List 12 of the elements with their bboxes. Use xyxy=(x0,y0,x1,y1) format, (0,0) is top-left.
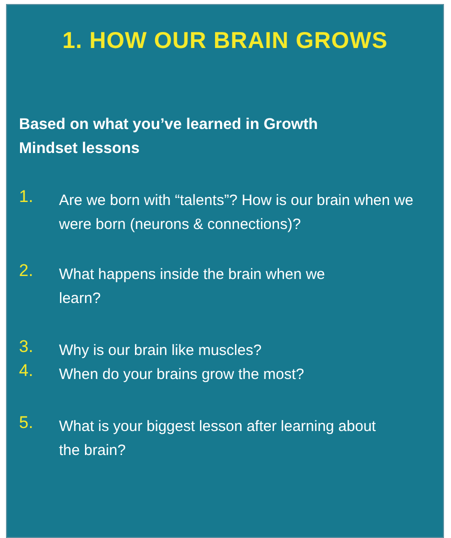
list-number: 2. xyxy=(19,261,34,281)
question-text: What happens inside the brain when we learn? xyxy=(59,265,326,309)
slide-title: 1. HOW OUR BRAIN GROWS xyxy=(61,27,389,54)
question-text: When do your brains grow the most? xyxy=(59,365,306,385)
question-text: What is your biggest lesson after learning about the brain? xyxy=(59,417,377,461)
list-number: 1. xyxy=(19,187,34,207)
list-number: 5. xyxy=(19,413,34,433)
list-number: 3. xyxy=(19,337,34,357)
list-number: 4. xyxy=(19,361,34,381)
intro-text: Based on what you’ve learned in Growth Mindset lessons xyxy=(19,115,319,159)
question-text: Why is our brain like muscles? xyxy=(59,341,263,361)
question-text: Are we born with “talents”? How is our brain when we were born (neurons & connections)? xyxy=(59,191,414,235)
